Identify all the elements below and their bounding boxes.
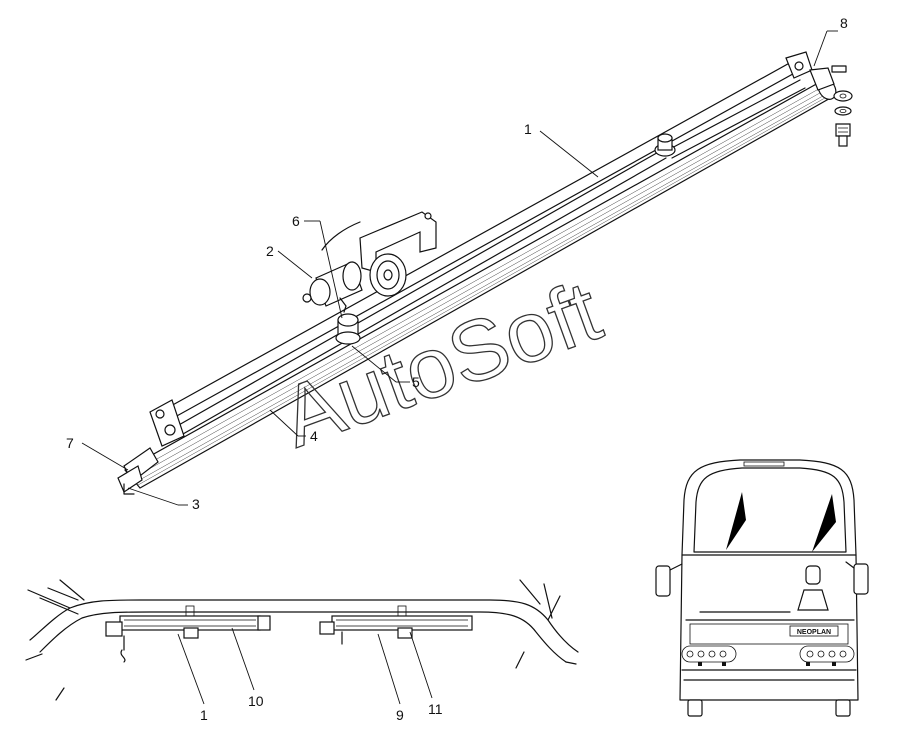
coach-front-view: NEOPLAN [655, 459, 869, 717]
callout-7: 7 [66, 435, 74, 451]
callout-8: 8 [840, 15, 848, 31]
wiper-linkage-assembly [117, 51, 853, 495]
lower-pivot [335, 313, 361, 345]
headlights [681, 645, 855, 666]
callout-6: 6 [292, 213, 300, 229]
linkage-tube [124, 78, 837, 489]
mid-pivot [654, 133, 676, 157]
callout-4: 4 [310, 428, 318, 444]
installed-view: 1 10 9 11 [25, 579, 579, 723]
coach-badge: NEOPLAN [797, 629, 831, 636]
left-end-bracket [117, 399, 185, 495]
callouts-main: 1 2 3 4 5 6 7 8 [66, 15, 848, 512]
wiper-arrow-left-icon [726, 492, 746, 550]
callout-2: 2 [266, 243, 274, 259]
callout-1-installed: 1 [200, 707, 208, 723]
wiper-arrow-right-icon [812, 494, 836, 552]
wiper-motor [302, 253, 407, 313]
callout-5: 5 [412, 374, 420, 390]
callout-3: 3 [192, 496, 200, 512]
motor-bracket [321, 211, 437, 273]
fastener-stack [831, 65, 853, 147]
coach-badge-frame [789, 625, 839, 637]
callout-10: 10 [248, 693, 264, 709]
callout-1: 1 [524, 121, 532, 137]
callout-9: 9 [396, 707, 404, 723]
right-end-bracket [785, 51, 835, 91]
callout-11: 11 [428, 701, 443, 717]
